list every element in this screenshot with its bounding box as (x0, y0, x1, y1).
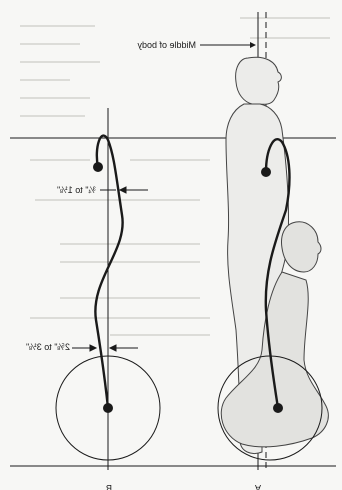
figure-a: Middle of body A (137, 12, 328, 490)
figure-b-start-dot (103, 403, 113, 413)
figure-b-end-dot (93, 162, 103, 172)
upper-gap-label: ¾" to 1⅛" (57, 185, 96, 195)
figure-a-start-dot (273, 403, 283, 413)
middle-of-body-arrowhead (250, 42, 256, 48)
figure-b-bar-path (95, 136, 122, 408)
lower-gap-label: 2⅝" to 3⅛" (26, 342, 70, 352)
figure-a-end-dot (261, 167, 271, 177)
middle-of-body-label: Middle of body (137, 40, 196, 50)
lower-gap-marker (72, 345, 138, 351)
figure-b-label: B (106, 483, 112, 490)
upper-gap-marker (100, 187, 148, 193)
figure-a-label: A (255, 483, 261, 490)
